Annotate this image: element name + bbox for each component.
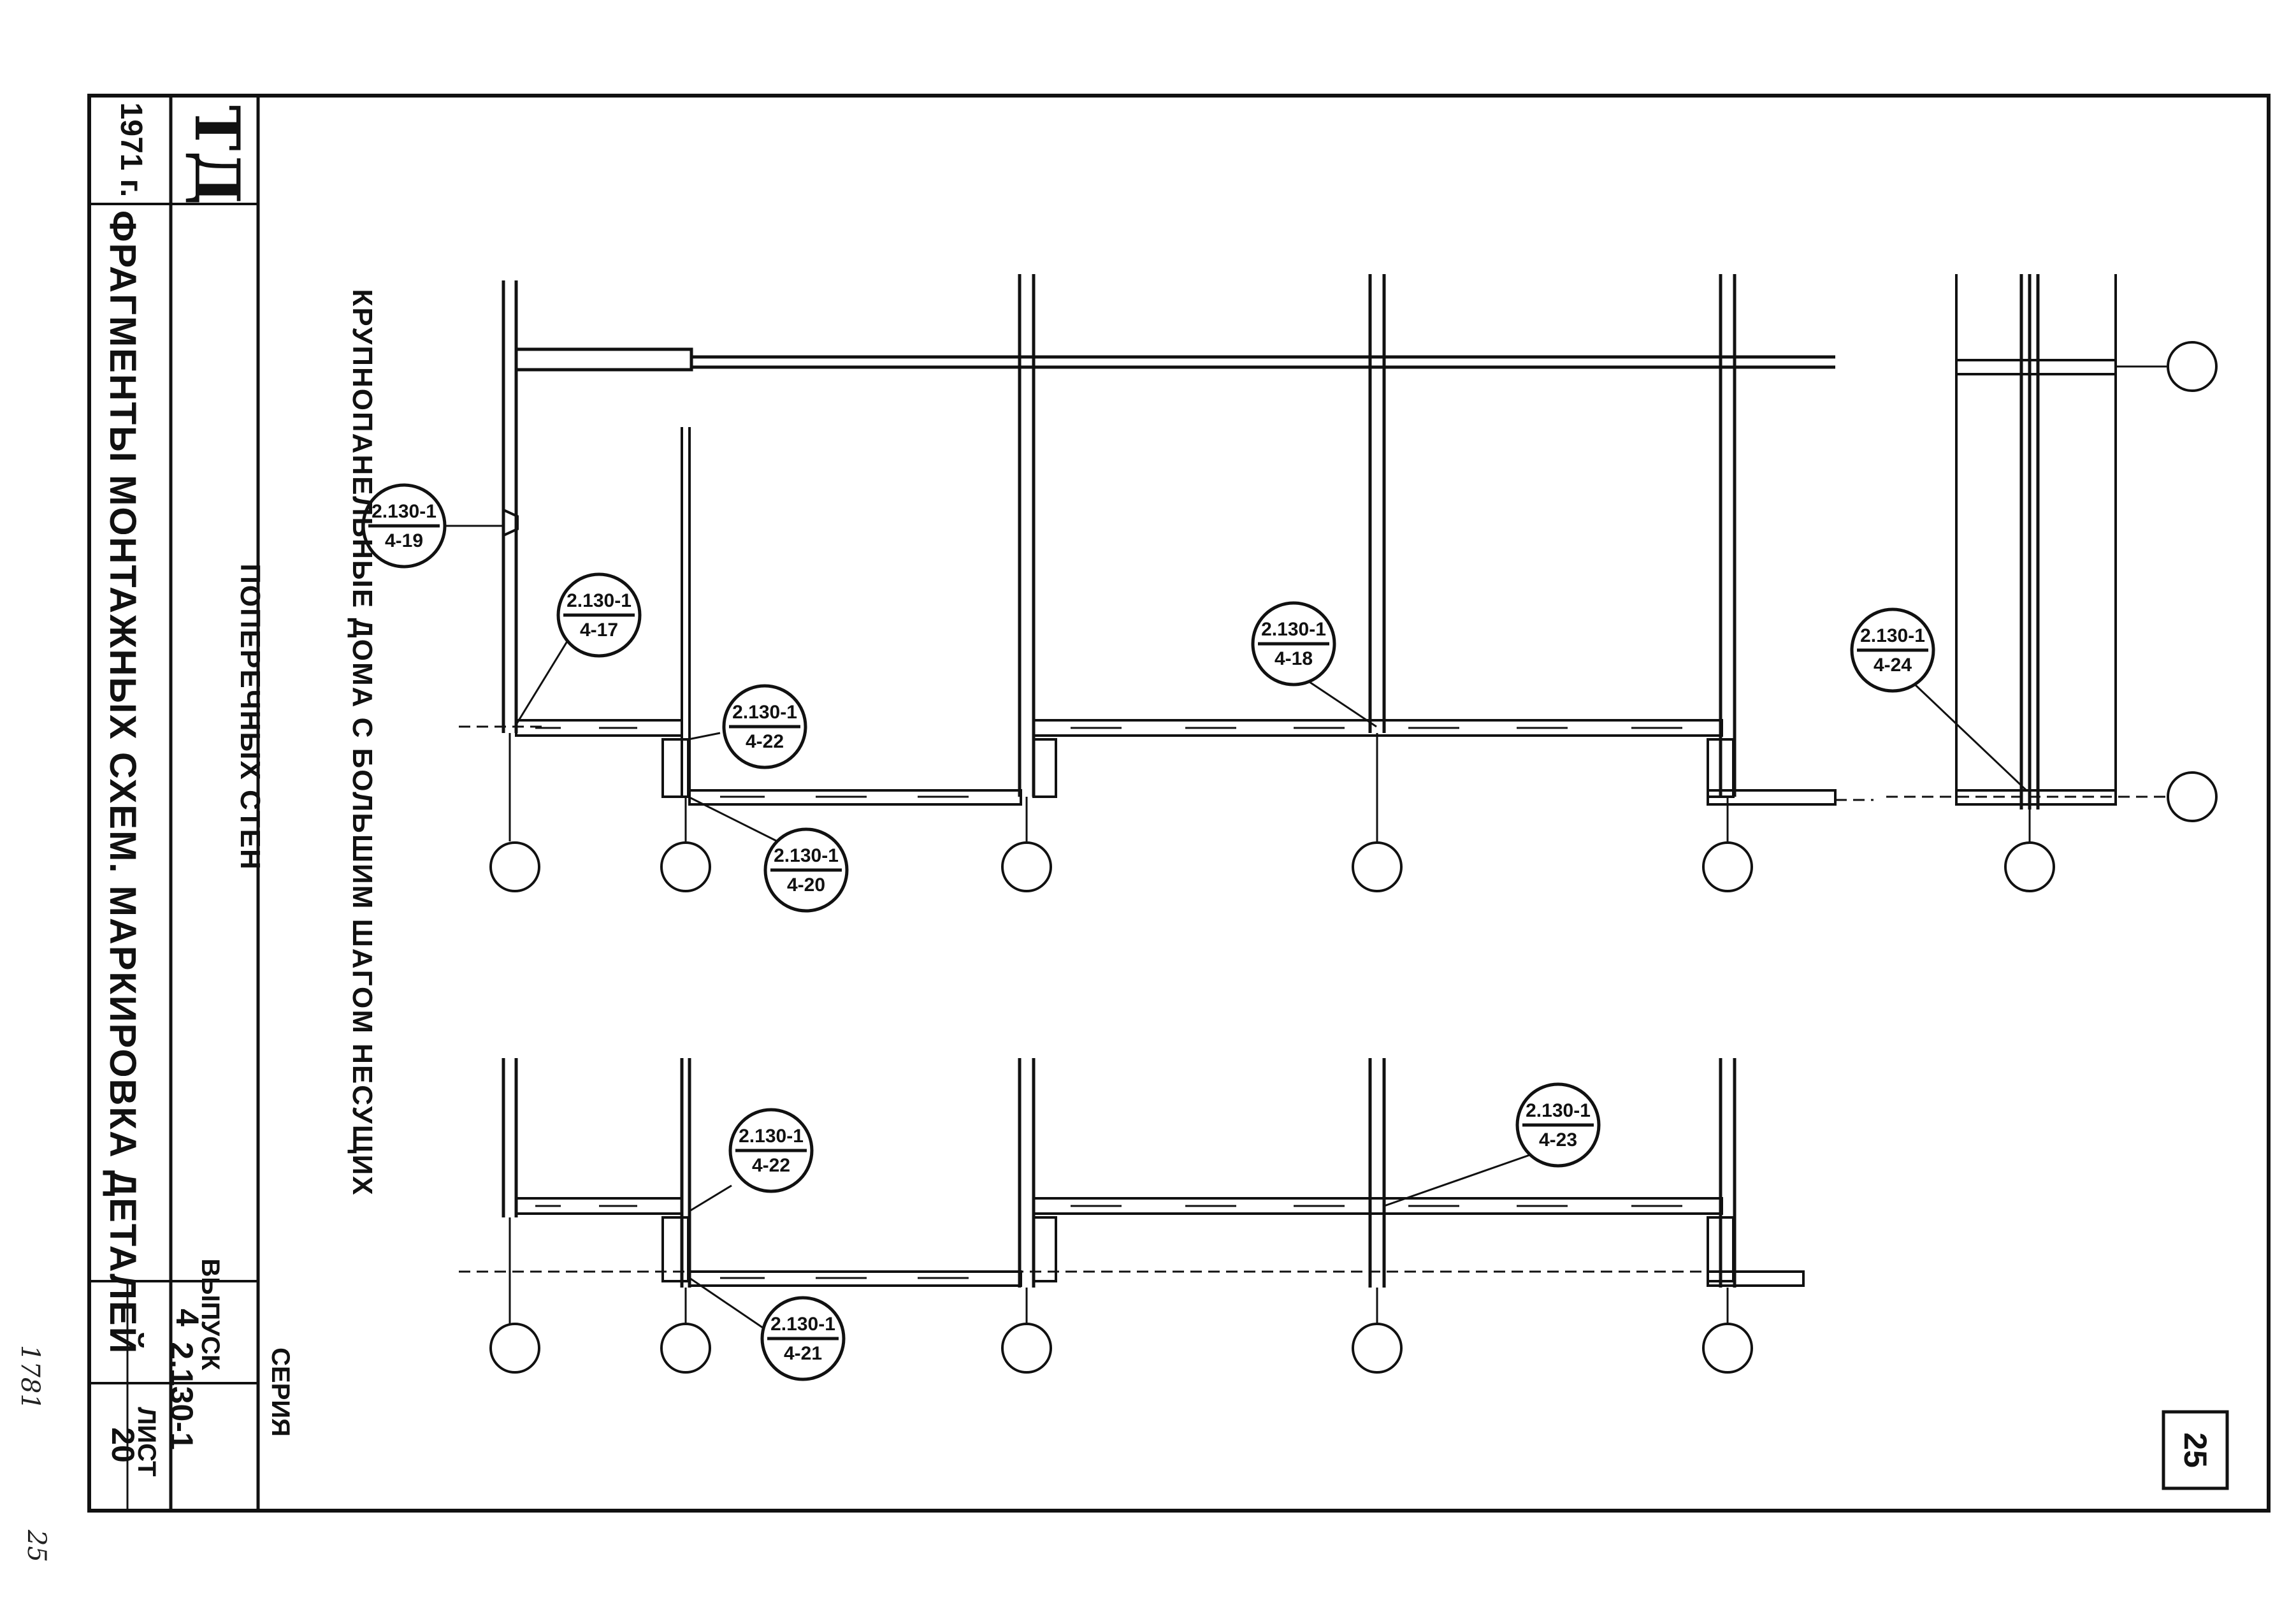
- sheet-frame: [87, 94, 2271, 1513]
- callout-top: 2.130-1: [372, 501, 437, 522]
- upper-plan-walls: [459, 274, 1874, 841]
- callout-top: 2.130-1: [567, 590, 632, 611]
- page-number: 25: [2177, 1432, 2213, 1468]
- callout-bottom: 4-19: [385, 530, 423, 551]
- margin-note-page: 25: [22, 1530, 51, 1562]
- callout-bottom: 4-17: [580, 620, 618, 641]
- callout-top: 2.130-1: [1860, 625, 1925, 646]
- callout-bottom: 4-22: [746, 731, 784, 752]
- callout-bottom: 4-21: [784, 1343, 822, 1364]
- callout-bottom: 4-18: [1274, 648, 1313, 669]
- callout-4-22a: [722, 684, 807, 769]
- callout-4-20: [763, 827, 849, 913]
- callout-top: 2.130-1: [1526, 1100, 1591, 1121]
- callout-4-22b: [728, 1108, 814, 1193]
- callout-labels: 2.130-1 4-19 2.130-1 4-17 2.130-1 4-22 2…: [372, 501, 1925, 1364]
- callout-leaders: [446, 525, 2028, 1330]
- callout-bottom: 4-22: [752, 1155, 790, 1176]
- callout-top: 2.130-1: [732, 702, 797, 723]
- publisher-logo: ТД: [181, 105, 253, 205]
- project-title-line-2: ПОПЕРЕЧНЫХ СТЕН: [235, 563, 266, 871]
- callout-bottom: 4-20: [787, 875, 825, 896]
- lower-plan-walls: [459, 1058, 1805, 1326]
- sheet-value: 20: [105, 1427, 141, 1463]
- lower-axis-bubbles: [489, 1323, 1753, 1374]
- sheet-title: ФРАГМЕНТЫ МОНТАЖНЫХ СХЕМ. МАРКИРОВКА ДЕТ…: [102, 210, 143, 1355]
- margin-note-inventory: 1781: [15, 1345, 45, 1410]
- callout-4-17: [556, 572, 642, 658]
- year-label: 1971 г.: [114, 102, 148, 198]
- callout-bottom: 4-23: [1539, 1129, 1577, 1151]
- right-axis-bubbles: [2004, 341, 2218, 892]
- callout-4-18: [1251, 601, 1336, 686]
- issue-value: 4: [170, 1309, 205, 1326]
- upper-axis-bubbles: [489, 841, 1753, 892]
- callout-top: 2.130-1: [774, 845, 839, 866]
- callout-top: 2.130-1: [1261, 619, 1326, 640]
- callout-4-24: [1850, 607, 1935, 693]
- callout-top: 2.130-1: [739, 1126, 804, 1147]
- right-fragment: [1886, 274, 2167, 845]
- callout-4-21: [760, 1296, 846, 1381]
- callout-4-23: [1515, 1082, 1601, 1168]
- project-title-line-1: КРУПНОПАНЕЛЬНЫЕ ДОМА С БОЛЬШИМ ШАГОМ НЕС…: [347, 289, 378, 1196]
- series-label: СЕРИЯ: [266, 1347, 294, 1437]
- detail-callouts: [361, 483, 1935, 1381]
- callout-4-19: [361, 483, 447, 569]
- callout-bottom: 4-24: [1874, 655, 1912, 676]
- callout-top: 2.130-1: [770, 1314, 835, 1335]
